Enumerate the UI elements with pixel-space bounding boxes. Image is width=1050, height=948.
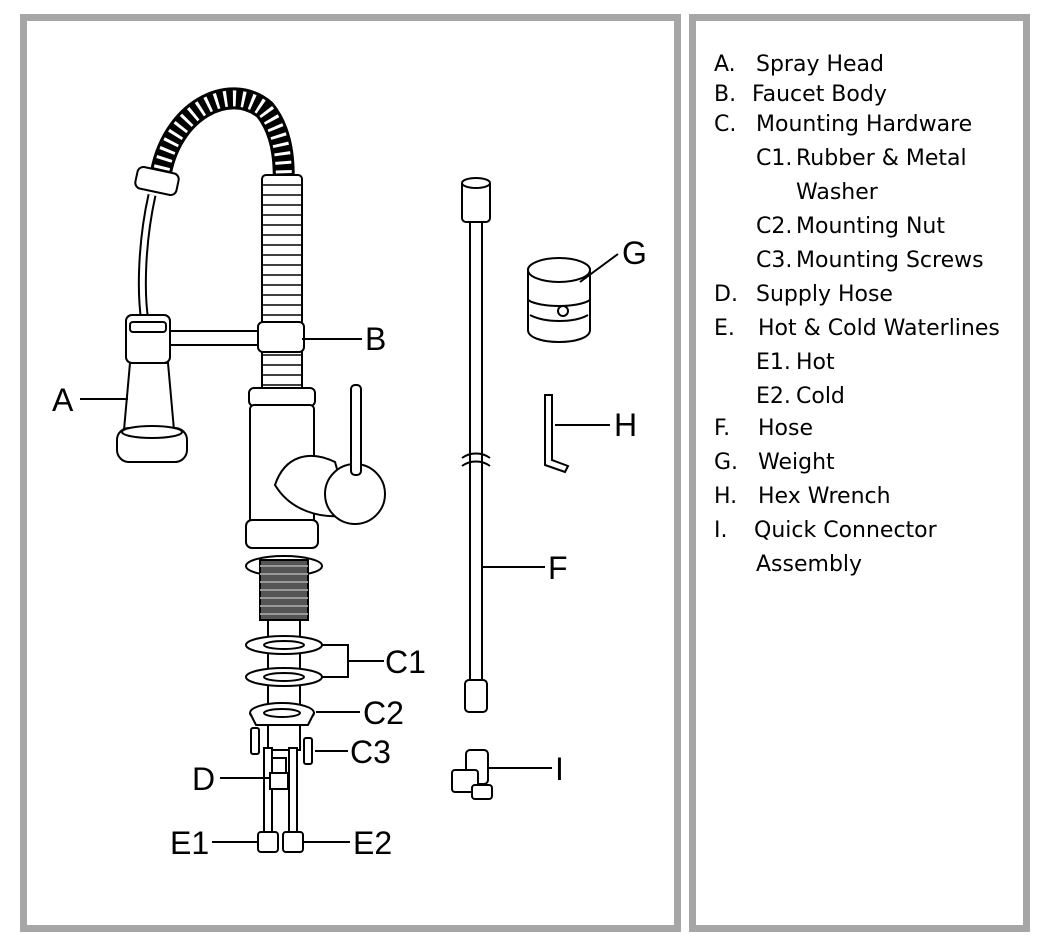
callout-i: I	[555, 751, 564, 787]
callout-c3: C3	[350, 734, 391, 770]
leader-c1	[322, 644, 384, 678]
legend-item-f: F.Hose	[714, 416, 813, 441]
callout-h: H	[614, 407, 637, 443]
legend-panel	[689, 14, 1030, 932]
spray-head	[116, 362, 188, 463]
legend-item-e: E.Hot & Cold Waterlines	[714, 316, 1000, 341]
callout-a: A	[52, 382, 74, 418]
legend-item-c1: C1.Rubber & Metal	[756, 146, 967, 171]
holder-arm	[159, 330, 271, 346]
faucet-body	[245, 384, 386, 549]
mounting-screws	[250, 727, 313, 765]
hose	[461, 177, 491, 713]
washers	[245, 635, 323, 687]
legend-item-e1: E1.Hot	[756, 350, 835, 375]
legend-item-i: I.Quick Connector	[714, 518, 937, 543]
callout-e1: E1	[170, 825, 209, 861]
leader-g	[579, 253, 619, 283]
legend-item-c3: C3.Mounting Screws	[756, 248, 984, 273]
callout-c2: C2	[363, 695, 404, 731]
callout-d: D	[192, 761, 215, 797]
legend-item-c: C.Mounting Hardware	[714, 112, 973, 137]
legend-item-e2: E2.Cold	[756, 384, 845, 409]
callout-e2: E2	[353, 825, 392, 861]
callout-b: B	[365, 321, 386, 357]
quick-connector	[451, 749, 493, 800]
legend-item-h: H.Hex Wrench	[714, 484, 891, 509]
mounting-nut	[249, 702, 315, 726]
supply-lines	[257, 747, 304, 853]
legend-item-g: G.Weight	[714, 450, 835, 475]
spray-collar	[134, 165, 180, 197]
legend-item-b: B.Faucet Body	[714, 82, 887, 107]
weight	[527, 257, 591, 343]
callout-c1: C1	[385, 644, 426, 680]
callout-f: F	[548, 550, 568, 586]
legend-item-c1-cont: Washer	[796, 180, 878, 205]
legend-item-a: A.Spray Head	[714, 52, 884, 77]
legend-item-d: D.Supply Hose	[714, 282, 893, 307]
legend-item-c2: C2.Mounting Nut	[756, 214, 945, 239]
callout-g: G	[622, 235, 647, 271]
legend-item-i-cont: Assembly	[756, 552, 863, 577]
hex-wrench-shape	[544, 394, 570, 474]
